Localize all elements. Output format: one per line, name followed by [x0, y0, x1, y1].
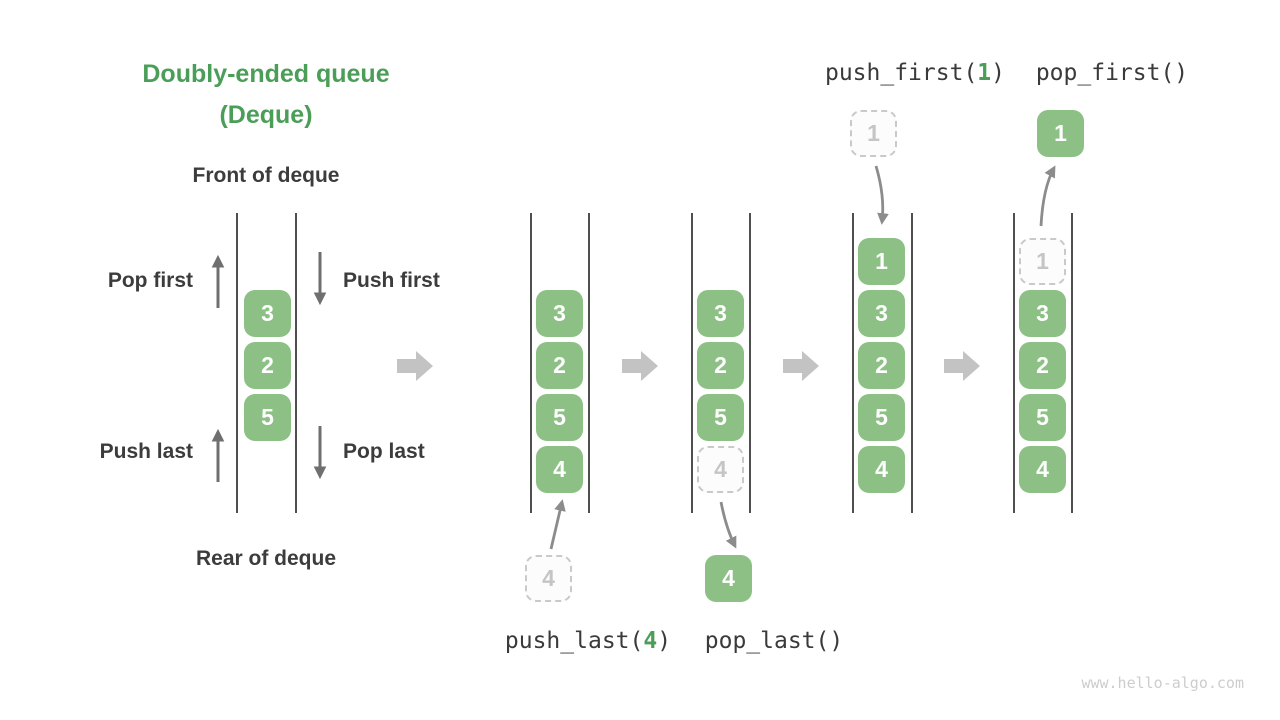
deque-cell: 3 — [858, 290, 905, 337]
deque-cell: 2 — [1019, 342, 1066, 389]
code-close-text: ) — [657, 628, 672, 654]
deque-cell: 1 — [858, 238, 905, 285]
push-first-code-label: push_first(1) — [765, 60, 1065, 86]
code-arg-text: 1 — [977, 60, 992, 86]
deque-cell: 2 — [858, 342, 905, 389]
incoming-value-ghost-cell: 1 — [850, 110, 897, 157]
stage-transition-arrow-icon — [944, 351, 980, 381]
queue-walls-stage2 — [691, 213, 751, 513]
deque-cell: 4 — [536, 446, 583, 493]
code-arg-text: 4 — [643, 628, 658, 654]
diagram-title-line2: (Deque) — [219, 101, 313, 129]
removed-value-ghost-cell: 4 — [697, 446, 744, 493]
deque-cell: 3 — [536, 290, 583, 337]
code-fn-text: pop_last() — [704, 628, 844, 654]
code-close-text: ) — [991, 60, 1006, 86]
pop-first-code-label: pop_first() — [962, 60, 1262, 86]
deque-cell: 5 — [244, 394, 291, 441]
deque-cell: 4 — [858, 446, 905, 493]
rear-of-deque-label: Rear of deque — [195, 547, 337, 570]
queue-walls-stage3 — [852, 213, 913, 513]
deque-cell: 5 — [536, 394, 583, 441]
deque-cell: 4 — [1019, 446, 1066, 493]
deque-cell: 5 — [858, 394, 905, 441]
deque-cell: 3 — [697, 290, 744, 337]
queue-walls-stage4 — [1013, 213, 1073, 513]
diagram-title-line1: Doubly-ended queue — [142, 60, 390, 88]
deque-cell: 5 — [697, 394, 744, 441]
code-fn-text: pop_first() — [1035, 60, 1189, 86]
code-fn-text: push_first( — [824, 60, 978, 86]
watermark: www.hello-algo.com — [1081, 674, 1244, 692]
deque-cell: 3 — [244, 290, 291, 337]
push-last-label: Push last — [99, 440, 193, 463]
removed-value-ghost-cell: 1 — [1019, 238, 1066, 285]
push-last-code-label: push_last(4) — [438, 628, 738, 654]
stage-transition-arrow-icon — [783, 351, 819, 381]
deque-cell: 5 — [1019, 394, 1066, 441]
code-fn-text: push_last( — [504, 628, 644, 654]
deque-cell: 3 — [1019, 290, 1066, 337]
deque-cell: 2 — [536, 342, 583, 389]
queue-walls-initial — [236, 213, 297, 513]
incoming-value-ghost-cell: 4 — [525, 555, 572, 602]
pop-last-code-label: pop_last() — [624, 628, 924, 654]
pop-last-label: Pop last — [343, 440, 425, 463]
stage-transition-arrow-icon — [622, 351, 658, 381]
popped-value-cell: 1 — [1037, 110, 1084, 157]
pop-first-label: Pop first — [107, 269, 193, 292]
popped-value-cell: 4 — [705, 555, 752, 602]
front-of-deque-label: Front of deque — [192, 164, 340, 187]
push-first-label: Push first — [343, 269, 440, 292]
stage-transition-arrow-icon — [397, 351, 433, 381]
deque-cell: 2 — [697, 342, 744, 389]
deque-cell: 2 — [244, 342, 291, 389]
queue-walls-stage1 — [530, 213, 590, 513]
